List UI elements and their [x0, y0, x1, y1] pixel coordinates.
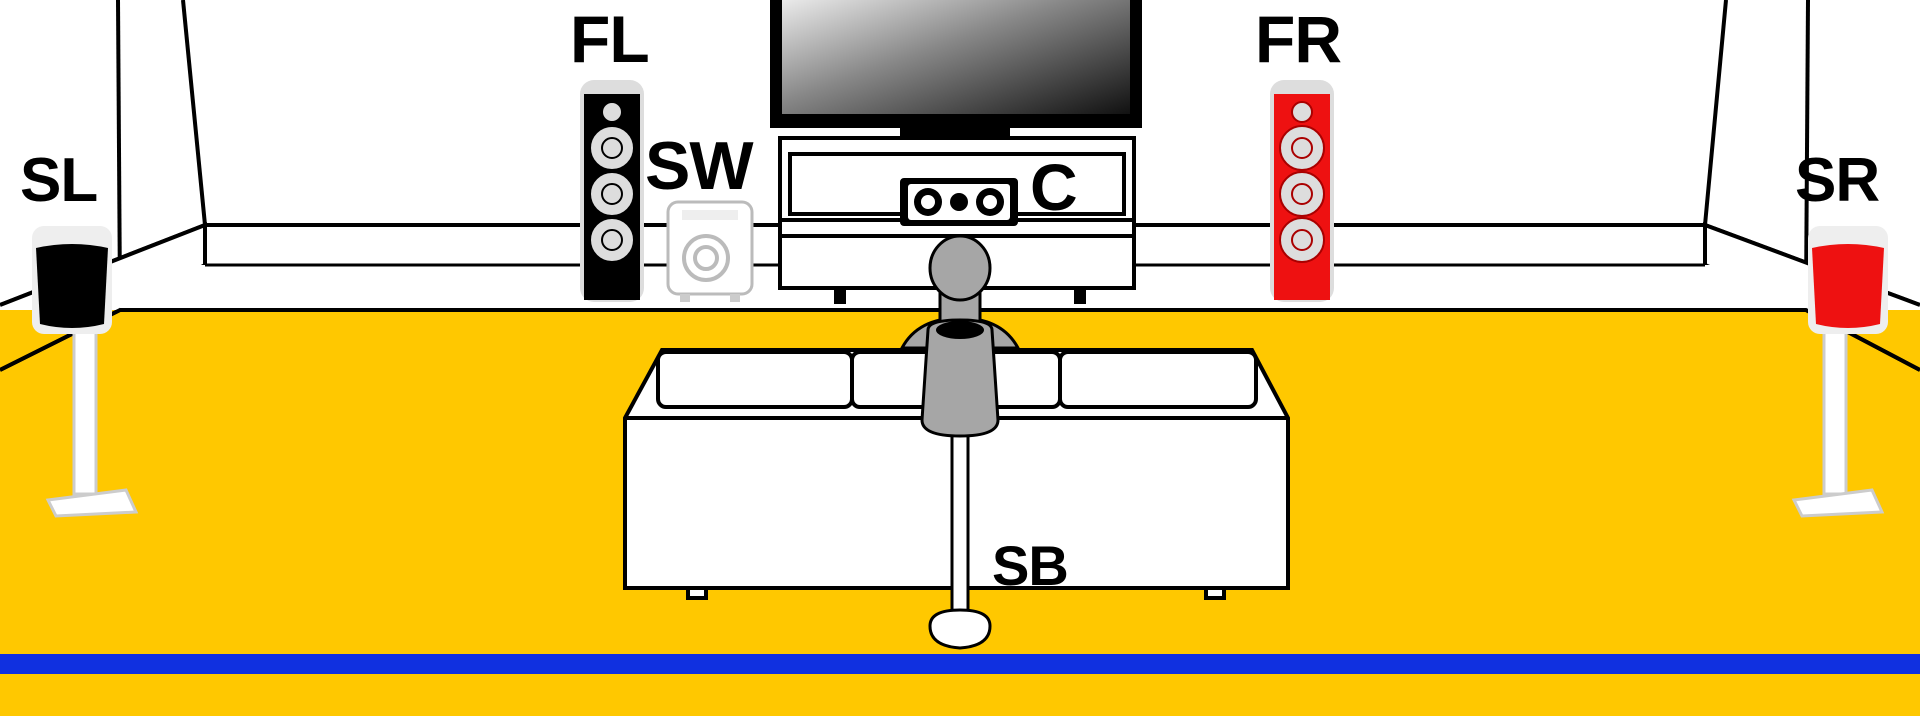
front-right-label: FR	[1255, 2, 1342, 76]
center-speaker	[900, 178, 1018, 226]
surround-left-speaker	[32, 226, 139, 518]
front-left-speaker	[580, 80, 644, 302]
subwoofer	[666, 200, 754, 302]
center-label: C	[1030, 150, 1078, 224]
front-right-speaker	[1270, 80, 1334, 302]
front-left-label: FL	[570, 2, 650, 76]
surround-back-label: SB	[992, 534, 1069, 597]
surround-back-speaker	[920, 318, 1000, 650]
tv	[770, 0, 1142, 144]
surround-left-label: SL	[20, 146, 98, 215]
blue-baseline	[0, 654, 1920, 674]
surround-right-label: SR	[1795, 146, 1880, 215]
subwoofer-label: SW	[645, 128, 754, 204]
surround-right-speaker	[1791, 226, 1888, 518]
